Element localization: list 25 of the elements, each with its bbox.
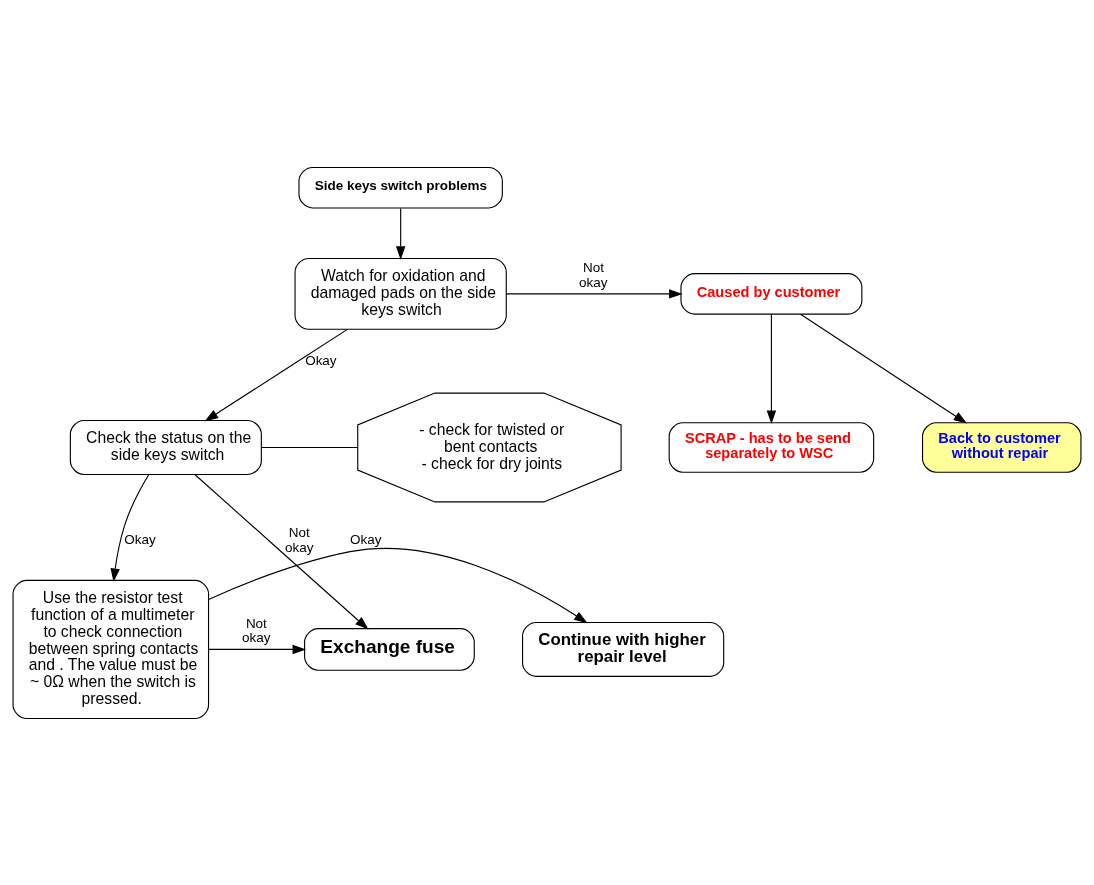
- edge-label: Not okay: [579, 259, 608, 290]
- node-box: Caused by customer: [680, 272, 863, 315]
- arrow: [800, 313, 968, 424]
- edge-label: Not okay: [284, 524, 314, 555]
- arrow: [766, 313, 777, 424]
- node-box: Use the resistor test function of a multimeter to check connection between spring contacts and . The value must be ~ 0Ω when the switch is pressed.: [12, 579, 210, 719]
- node-box: Watch for oxidation and damaged pads on the side keys switch: [294, 257, 507, 330]
- edge-label: Okay: [124, 531, 156, 547]
- node-box: Side keys switch problems: [298, 166, 503, 208]
- arrow: [110, 473, 150, 582]
- edge-label: Okay: [305, 352, 337, 368]
- arrow: [194, 473, 369, 630]
- connector: [261, 446, 359, 448]
- arrow: [505, 288, 683, 299]
- node-box: Continue with higher repair level: [522, 621, 725, 677]
- node-box: SCRAP - has to be send separately to WSC: [668, 421, 875, 473]
- node-box: Exchange fuse: [304, 627, 475, 671]
- node-box: Check the status on the side keys switch: [69, 419, 262, 475]
- arrow: [208, 644, 307, 654]
- arrow: [208, 547, 588, 623]
- arrow: [204, 328, 348, 421]
- edge-label: Not okay: [241, 615, 271, 645]
- node-box: Back to customer without repair: [921, 421, 1082, 473]
- edge-label: Okay: [350, 531, 382, 547]
- arrow: [395, 207, 406, 260]
